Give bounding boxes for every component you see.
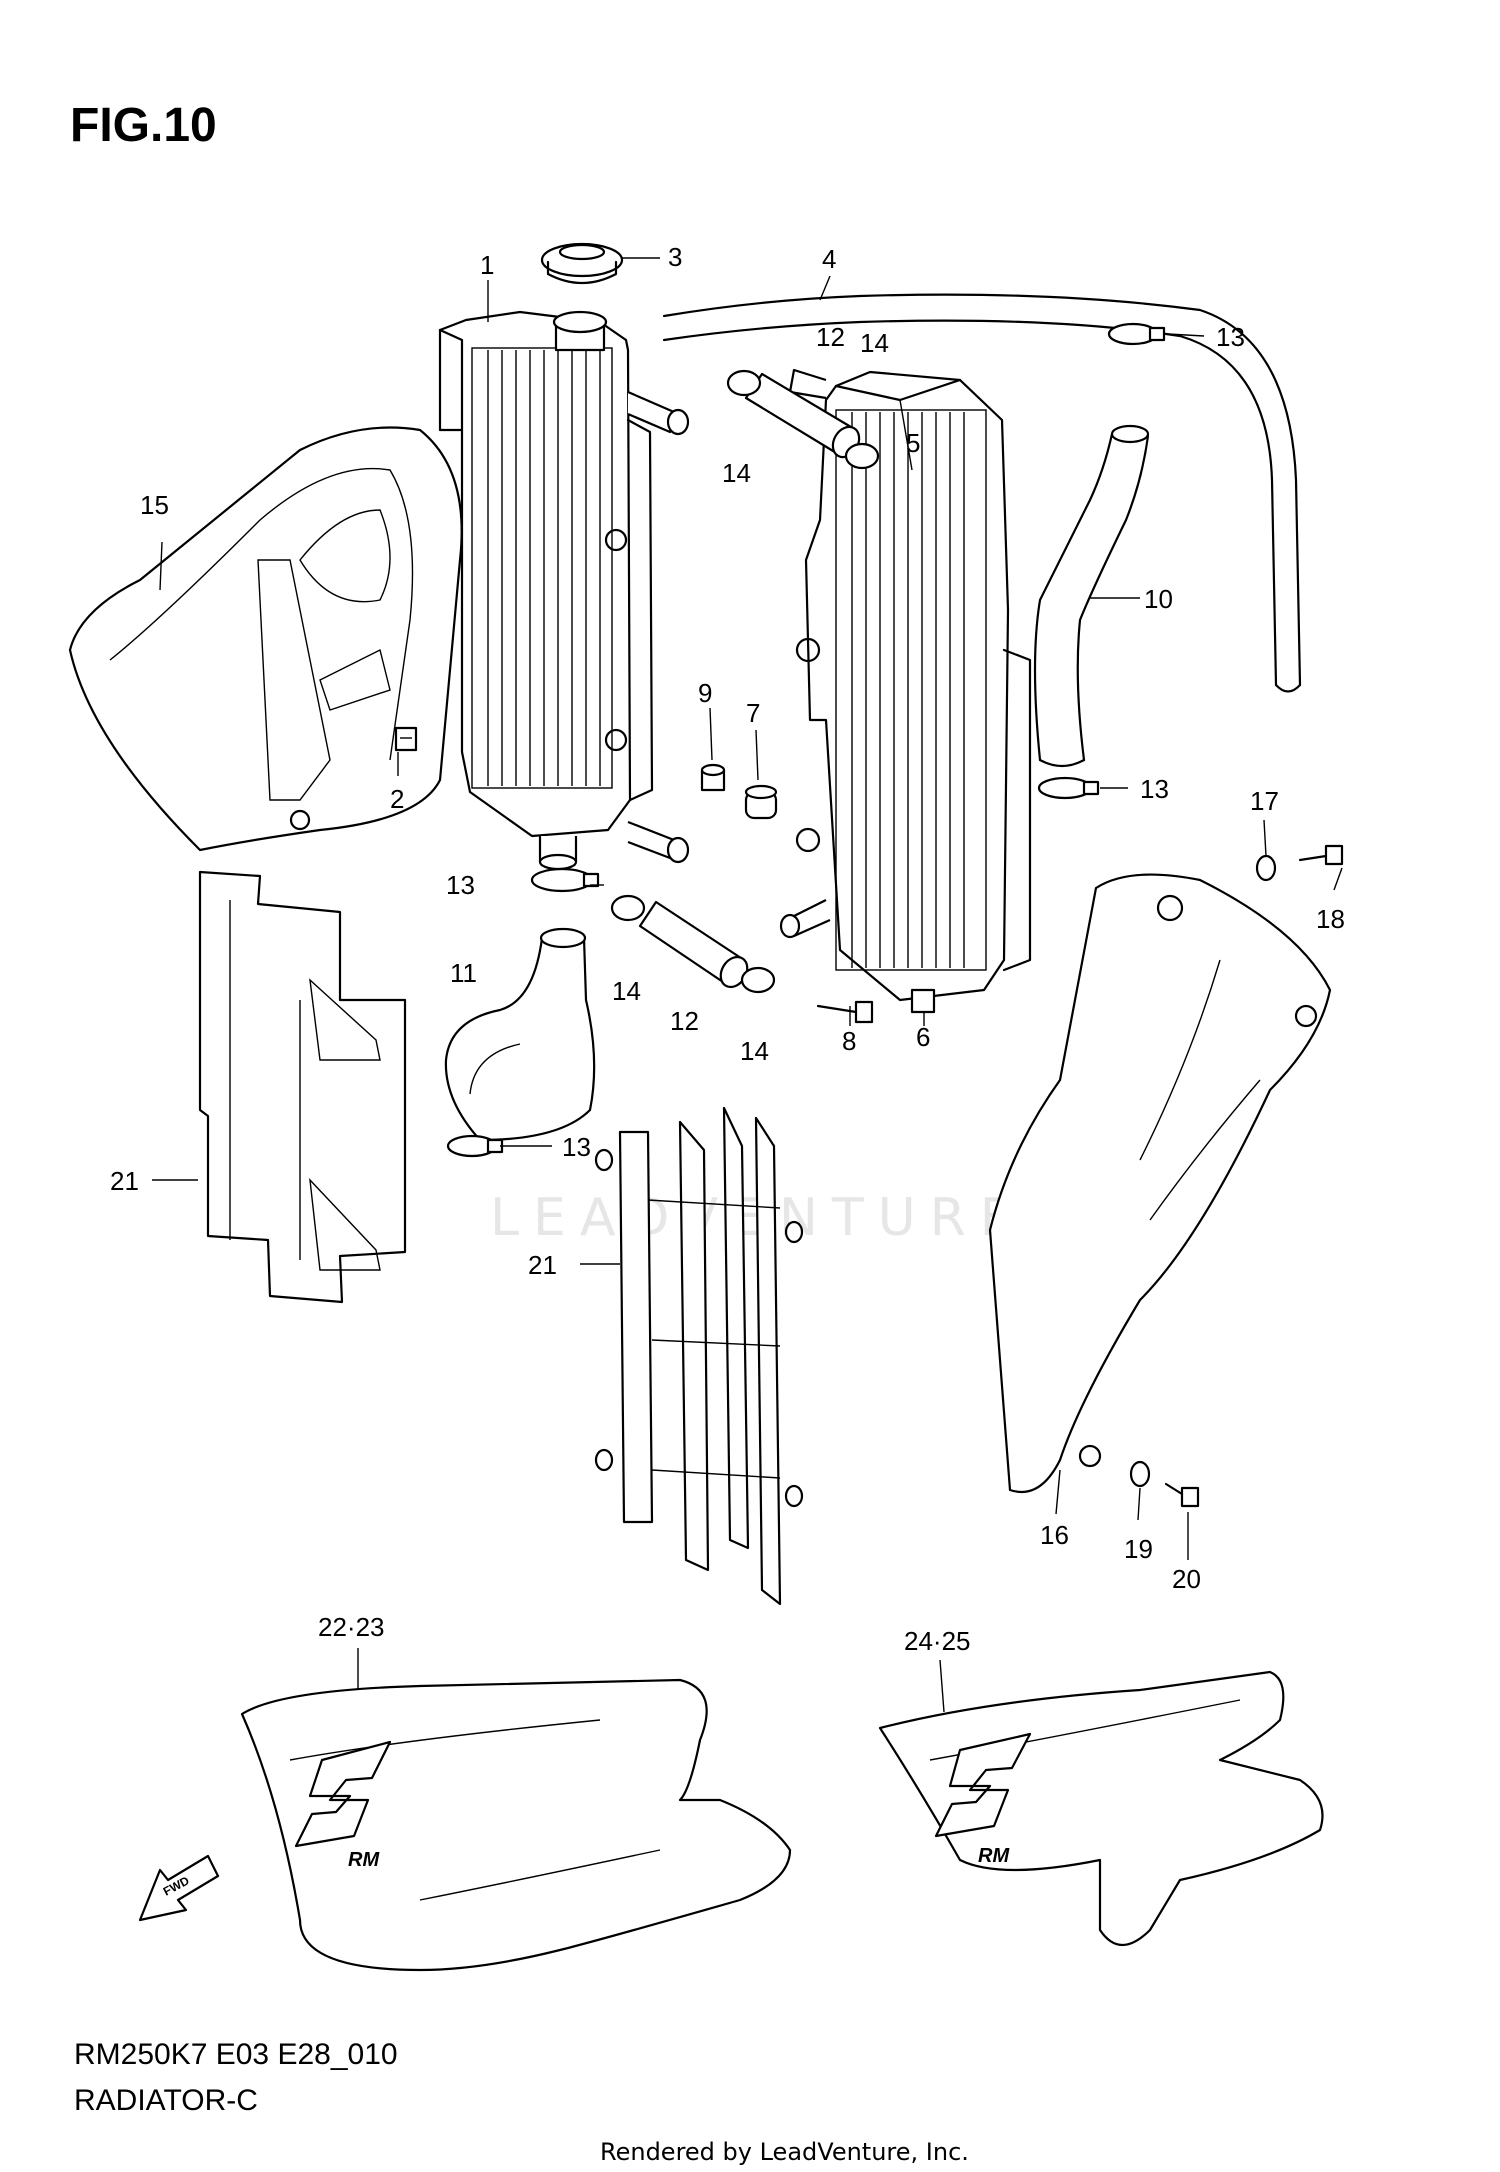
right-radiator-shroud-part-16[interactable] <box>988 873 1332 1494</box>
rm-logo-2: RM <box>978 1845 1010 1867</box>
radiator-cap-part-3[interactable] <box>540 242 624 284</box>
callout-11: 11 <box>450 958 477 988</box>
left-radiator-part-1[interactable] <box>438 310 690 871</box>
callout-24-25: 24·25 <box>904 1626 971 1656</box>
callout-5: 5 <box>906 428 920 458</box>
callout-7: 7 <box>746 698 760 728</box>
washer-part-17[interactable] <box>1255 854 1277 882</box>
fwd-arrow-icon: FWD <box>138 1854 220 1922</box>
callout-14-upper-a: 14 <box>722 458 751 488</box>
callout-16: 16 <box>1040 1520 1069 1550</box>
callout-labels: 1 2 3 4 5 6 7 8 9 10 11 12 12 13 13 13 1… <box>110 242 1345 1656</box>
callout-20: 20 <box>1172 1564 1201 1594</box>
callout-3: 3 <box>668 242 682 272</box>
assembly-name: RADIATOR-C <box>74 2084 258 2117</box>
watermark: LEADVENTURE <box>490 1188 1027 1248</box>
leader-lines <box>152 257 1343 1713</box>
right-radiator-part-5[interactable] <box>779 368 1032 1014</box>
callout-9: 9 <box>698 678 712 708</box>
washer-part-19[interactable] <box>1129 1460 1151 1488</box>
clip-part-2[interactable] <box>394 726 418 752</box>
callout-4: 4 <box>822 244 836 274</box>
bolt-part-18[interactable] <box>1298 844 1344 866</box>
bolt-part-20[interactable] <box>1164 1482 1200 1508</box>
callout-14-upper-b: 14 <box>860 328 889 358</box>
callout-8: 8 <box>842 1026 856 1056</box>
callout-14-lower-b: 14 <box>740 1036 769 1066</box>
shroud-decal-part-22-23[interactable]: RM <box>240 1678 792 1972</box>
render-credit: Rendered by LeadVenture, Inc. <box>600 2138 969 2166</box>
radiator-hose-part-11[interactable] <box>444 927 596 1142</box>
suzuki-s-logo-2 <box>934 1732 1032 1838</box>
callout-13-mid-left: 13 <box>446 870 475 900</box>
callout-15: 15 <box>140 490 169 520</box>
overflow-hose-part-4[interactable] <box>662 293 1302 693</box>
radiator-hose-part-10[interactable] <box>1033 424 1150 768</box>
callout-13-mid-right: 13 <box>1140 774 1169 804</box>
radiator-guard-part-21-center[interactable] <box>594 1106 804 1606</box>
connecting-hose-part-12-lower[interactable] <box>638 900 753 992</box>
bolt-part-8[interactable] <box>816 1000 874 1024</box>
collar-part-9[interactable] <box>700 763 726 792</box>
suzuki-s-logo <box>294 1740 392 1848</box>
shroud-decal-part-24-25[interactable]: RM <box>878 1670 1324 1946</box>
callout-13-top-right: 13 <box>1216 322 1245 352</box>
callout-18: 18 <box>1316 904 1345 934</box>
diagram-code: RM250K7 E03 E28_010 <box>74 2038 398 2071</box>
left-radiator-shroud-part-15[interactable] <box>68 426 463 852</box>
callout-17: 17 <box>1250 786 1279 816</box>
rm-logo: RM <box>348 1849 380 1871</box>
callout-1: 1 <box>480 250 494 280</box>
callout-19: 19 <box>1124 1534 1153 1564</box>
hose-clamps[interactable] <box>446 322 1166 1158</box>
callout-2: 2 <box>390 784 404 814</box>
callout-10: 10 <box>1144 584 1173 614</box>
radiator-guard-part-21-left[interactable] <box>198 870 407 1304</box>
callout-13-lower-left: 13 <box>562 1132 591 1162</box>
callout-21-left: 21 <box>110 1166 139 1196</box>
callout-12-lower: 12 <box>670 1006 699 1036</box>
callout-21-center: 21 <box>528 1250 557 1280</box>
callout-12-upper: 12 <box>816 322 845 352</box>
figure-title: FIG.10 <box>70 99 217 152</box>
callout-22-23: 22·23 <box>318 1612 385 1642</box>
callout-6: 6 <box>916 1022 930 1052</box>
callout-14-lower-a: 14 <box>612 976 641 1006</box>
grommet-part-7[interactable] <box>744 784 778 820</box>
